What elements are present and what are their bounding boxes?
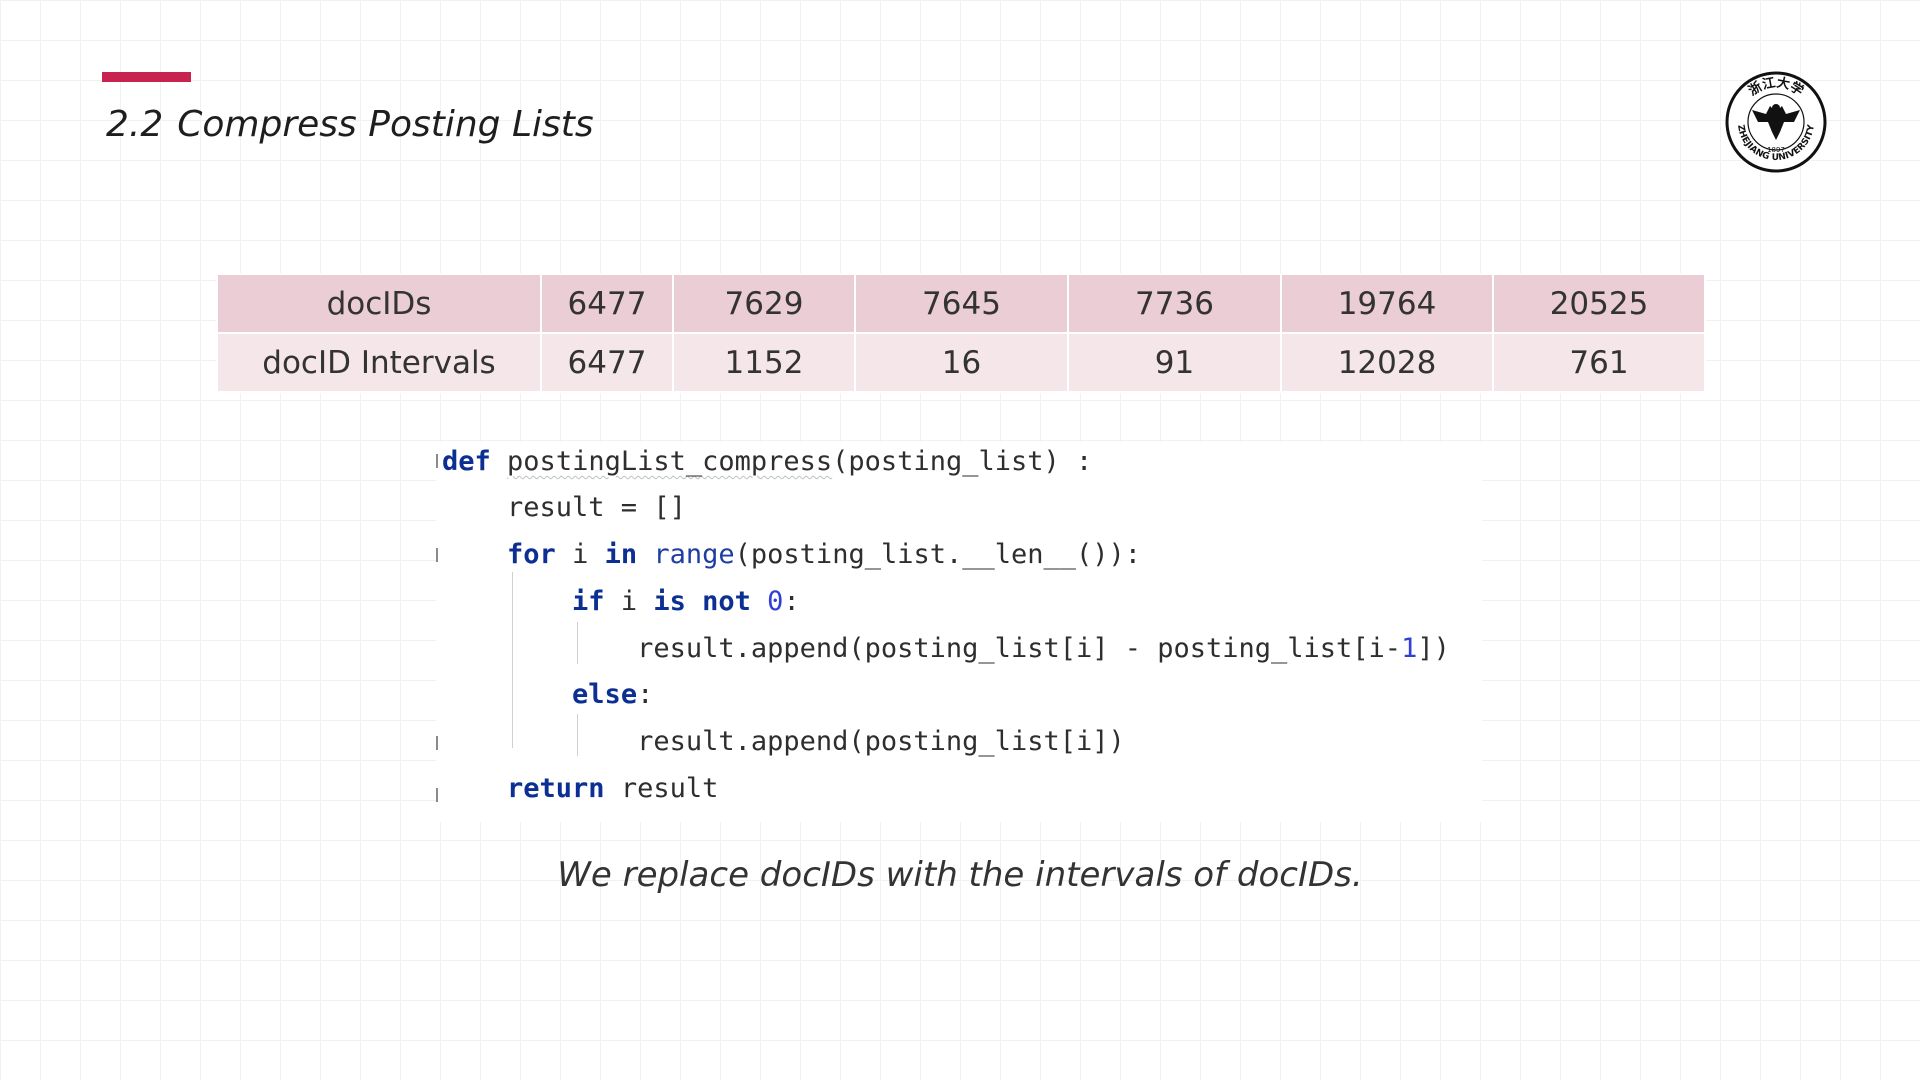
- table-cell: 7645: [854, 273, 1069, 334]
- logo-year: 1897: [1767, 146, 1785, 154]
- table-cell: 6477: [540, 273, 674, 334]
- table-cell: 19764: [1280, 273, 1494, 334]
- section-number: 2.2: [106, 104, 164, 145]
- table-cell: 6477: [540, 332, 674, 393]
- zhejiang-university-logo: 浙江大学 ZHEJIANG UNIVERSITY 1897: [1725, 71, 1827, 173]
- code-line: for i in range(posting_list.__len__()):: [507, 539, 1142, 570]
- slide-caption: We replace docIDs with the intervals of …: [557, 855, 1363, 895]
- row-label: docIDs: [216, 273, 542, 334]
- table-cell: 91: [1067, 332, 1282, 393]
- code-line: return result: [507, 773, 719, 804]
- code-line: def postingList_compress(posting_list) :: [442, 446, 1093, 477]
- table-cell: 7736: [1067, 273, 1282, 334]
- accent-bar-top: [102, 72, 191, 82]
- title-text: Compress Posting Lists: [177, 104, 594, 145]
- table-row-intervals: docID Intervals 6477 1152 16 91 12028 76…: [216, 332, 1706, 393]
- table-cell: 12028: [1280, 332, 1494, 393]
- table-cell: 761: [1492, 332, 1706, 393]
- code-line: else:: [572, 679, 654, 710]
- slide-title: 2.2 Compress Posting Lists: [106, 104, 594, 145]
- code-line: if i is not 0:: [572, 586, 800, 617]
- code-block: def postingList_compress(posting_list) :…: [436, 442, 1482, 822]
- code-line: result = []: [442, 492, 686, 523]
- row-label: docID Intervals: [216, 332, 542, 393]
- docid-table: docIDs 6477 7629 7645 7736 19764 20525 d…: [216, 273, 1706, 393]
- code-line: result.append(posting_list[i]): [442, 726, 1125, 757]
- code-line: result.append(posting_list[i] - posting_…: [442, 633, 1450, 664]
- table-row-docids: docIDs 6477 7629 7645 7736 19764 20525: [216, 273, 1706, 334]
- table-cell: 7629: [672, 273, 856, 334]
- table-cell: 20525: [1492, 273, 1706, 334]
- eagle-icon: [1752, 106, 1800, 140]
- table-cell: 16: [854, 332, 1069, 393]
- table-cell: 1152: [672, 332, 856, 393]
